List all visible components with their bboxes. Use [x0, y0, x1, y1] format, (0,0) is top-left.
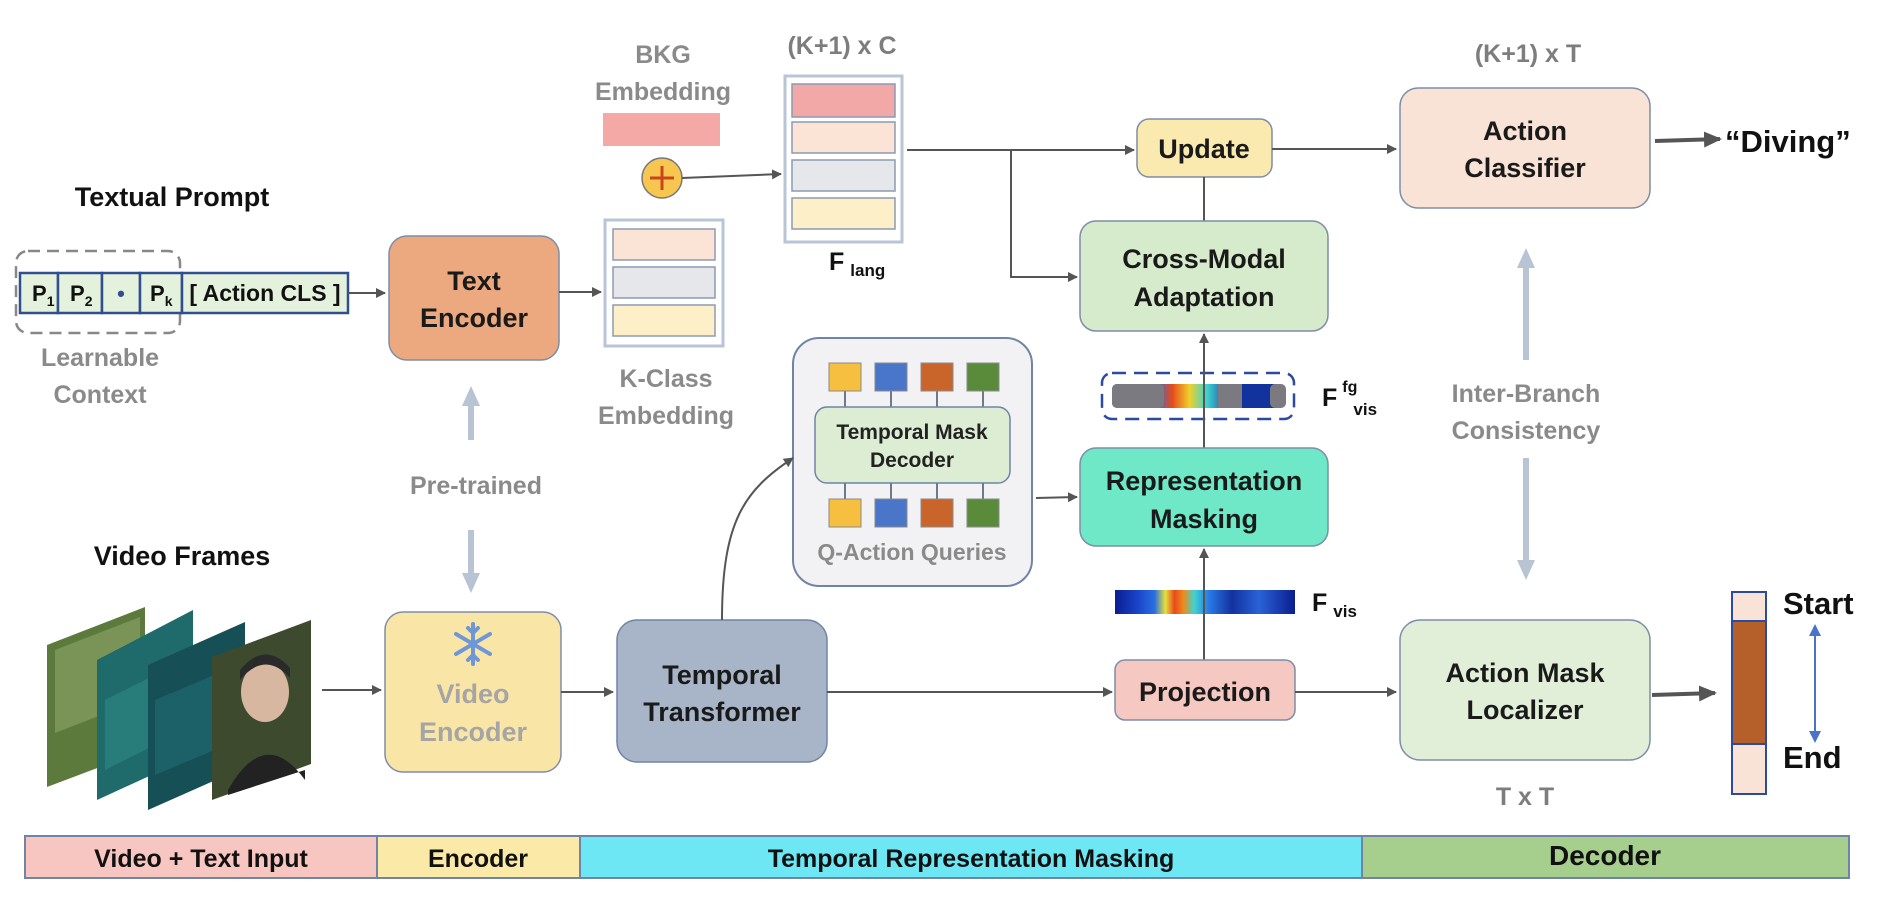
legend-masking-label: Temporal Representation Masking	[768, 845, 1175, 873]
action-classifier-label-2: Classifier	[1464, 153, 1586, 183]
action-mask-localizer-label-1: Action Mask	[1445, 658, 1605, 688]
action-classifier-box	[1399, 87, 1651, 209]
bkg-embedding-label-2: Embedding	[595, 78, 731, 106]
lang-feature-row	[791, 121, 896, 154]
lang-feature-row	[791, 197, 896, 230]
query-token	[874, 498, 908, 528]
arrow-localizer-to-segment	[1651, 685, 1717, 702]
projection-box	[1114, 659, 1296, 721]
k-class-embedding-label-2: Embedding	[598, 402, 734, 430]
prompt-cls-text: [ Action CLS ]	[189, 280, 340, 306]
query-token	[920, 498, 954, 528]
cross-modal-label-1: Cross-Modal	[1122, 244, 1286, 274]
action-mask-localizer-box	[1399, 619, 1651, 761]
temporal-transformer-label-2: Transformer	[643, 697, 801, 727]
projection-label: Projection	[1139, 677, 1271, 707]
f-fg-mask-right	[1270, 384, 1286, 408]
prompt-token-p1-text: P1	[32, 281, 55, 309]
legend-encoder	[376, 835, 581, 879]
person-face-icon	[241, 662, 289, 722]
representation-masking-label-2: Masking	[1150, 504, 1258, 534]
cross-modal-label-2: Adaptation	[1134, 282, 1275, 312]
action-classifier-label-1: Action	[1483, 116, 1567, 146]
text-encoder-label-2: Encoder	[420, 303, 529, 333]
class-embedding-row	[612, 304, 716, 337]
textual-prompt-label: Textual Prompt	[75, 182, 270, 212]
bkg-embedding-bar	[603, 113, 720, 146]
video-encoder-label-2: Encoder	[419, 717, 528, 747]
pretrained-label: Pre-trained	[410, 472, 542, 500]
video-encoder-label-1: Video	[436, 679, 509, 709]
output-class-label: “Diving”	[1725, 124, 1851, 159]
video-frames-stack	[47, 607, 311, 810]
text-encoder-label-1: Text	[447, 266, 501, 296]
prompt-token-p2-text: P2	[70, 281, 93, 309]
legend-bar: Video + Text Input Encoder Temporal Repr…	[24, 835, 1850, 879]
q-action-bottom-queries	[828, 483, 1000, 528]
query-token	[966, 498, 1000, 528]
update-label: Update	[1158, 134, 1250, 164]
class-embedding-row	[612, 266, 716, 299]
class-embedding-row	[612, 228, 716, 261]
arrow-add-to-lang-feature	[681, 169, 782, 180]
arrow-classifier-to-output	[1654, 131, 1722, 148]
lang-feature-row	[791, 159, 896, 192]
f-fg-vis-bracket	[1100, 371, 1296, 421]
prompt-token-dot-text: •	[117, 281, 125, 306]
temporal-transformer-box	[616, 619, 828, 763]
action-mask-localizer-label-2: Localizer	[1466, 695, 1584, 725]
arrow-decoder-to-masking	[1035, 492, 1078, 503]
representation-masking-box	[1079, 447, 1329, 547]
snowflake-icon	[454, 622, 492, 666]
temporal-mask-decoder-box	[814, 406, 1011, 484]
bkg-embedding-label-1: BKG	[635, 41, 691, 69]
prompt-tokens: P1 P2 • Pk [ Action CLS ]	[18, 271, 350, 315]
legend-decoder-label: Decoder	[1549, 840, 1661, 871]
representation-masking-label-1: Representation	[1106, 466, 1303, 496]
learnable-context-bracket	[14, 249, 182, 335]
f-fg-mask-mid	[1218, 384, 1242, 408]
prompt-token-pk-text: Pk	[150, 281, 173, 309]
prompt-token-pk	[138, 271, 184, 315]
cross-modal-adaptation-box	[1079, 220, 1329, 332]
text-encoder-box	[388, 235, 560, 361]
end-label: End	[1783, 740, 1842, 775]
dim-right-label: (K+1) x T	[1475, 40, 1581, 68]
query-token	[828, 498, 862, 528]
inter-branch-label-2: Consistency	[1452, 417, 1601, 445]
legend-input-label: Video + Text Input	[94, 845, 308, 873]
query-token	[874, 362, 908, 392]
arrow-transformer-to-decoder	[721, 457, 794, 621]
f-fg-mask-left	[1112, 384, 1164, 408]
segment-action-region	[1731, 620, 1767, 745]
query-token	[966, 362, 1000, 392]
dim-top-label: (K+1) x C	[787, 32, 896, 60]
arrow-lang-to-cross-modal	[1010, 150, 1078, 282]
q-action-top-queries	[828, 362, 1000, 407]
legend-encoder-label: Encoder	[428, 845, 528, 873]
inter-branch-label-1: Inter-Branch	[1452, 380, 1601, 408]
start-label: Start	[1783, 586, 1854, 621]
learnable-context-label-1: Learnable	[41, 344, 159, 372]
query-token	[920, 362, 954, 392]
lang-feature-row-bkg	[791, 83, 896, 118]
legend-input	[24, 835, 378, 879]
temporal-mask-decoder-label-2: Decoder	[870, 449, 954, 472]
temporal-mask-decoder-label-1: Temporal Mask	[836, 421, 988, 444]
dim-bottom-label: T x T	[1496, 783, 1554, 811]
video-frames-label: Video Frames	[94, 541, 271, 571]
learnable-context-label-2: Context	[53, 381, 147, 409]
k-class-embedding-label-1: K-Class	[619, 365, 712, 393]
query-token	[828, 362, 862, 392]
legend-decoder	[1361, 835, 1850, 879]
temporal-transformer-label-1: Temporal	[662, 660, 782, 690]
q-action-queries-label: Q-Action Queries	[817, 539, 1006, 565]
